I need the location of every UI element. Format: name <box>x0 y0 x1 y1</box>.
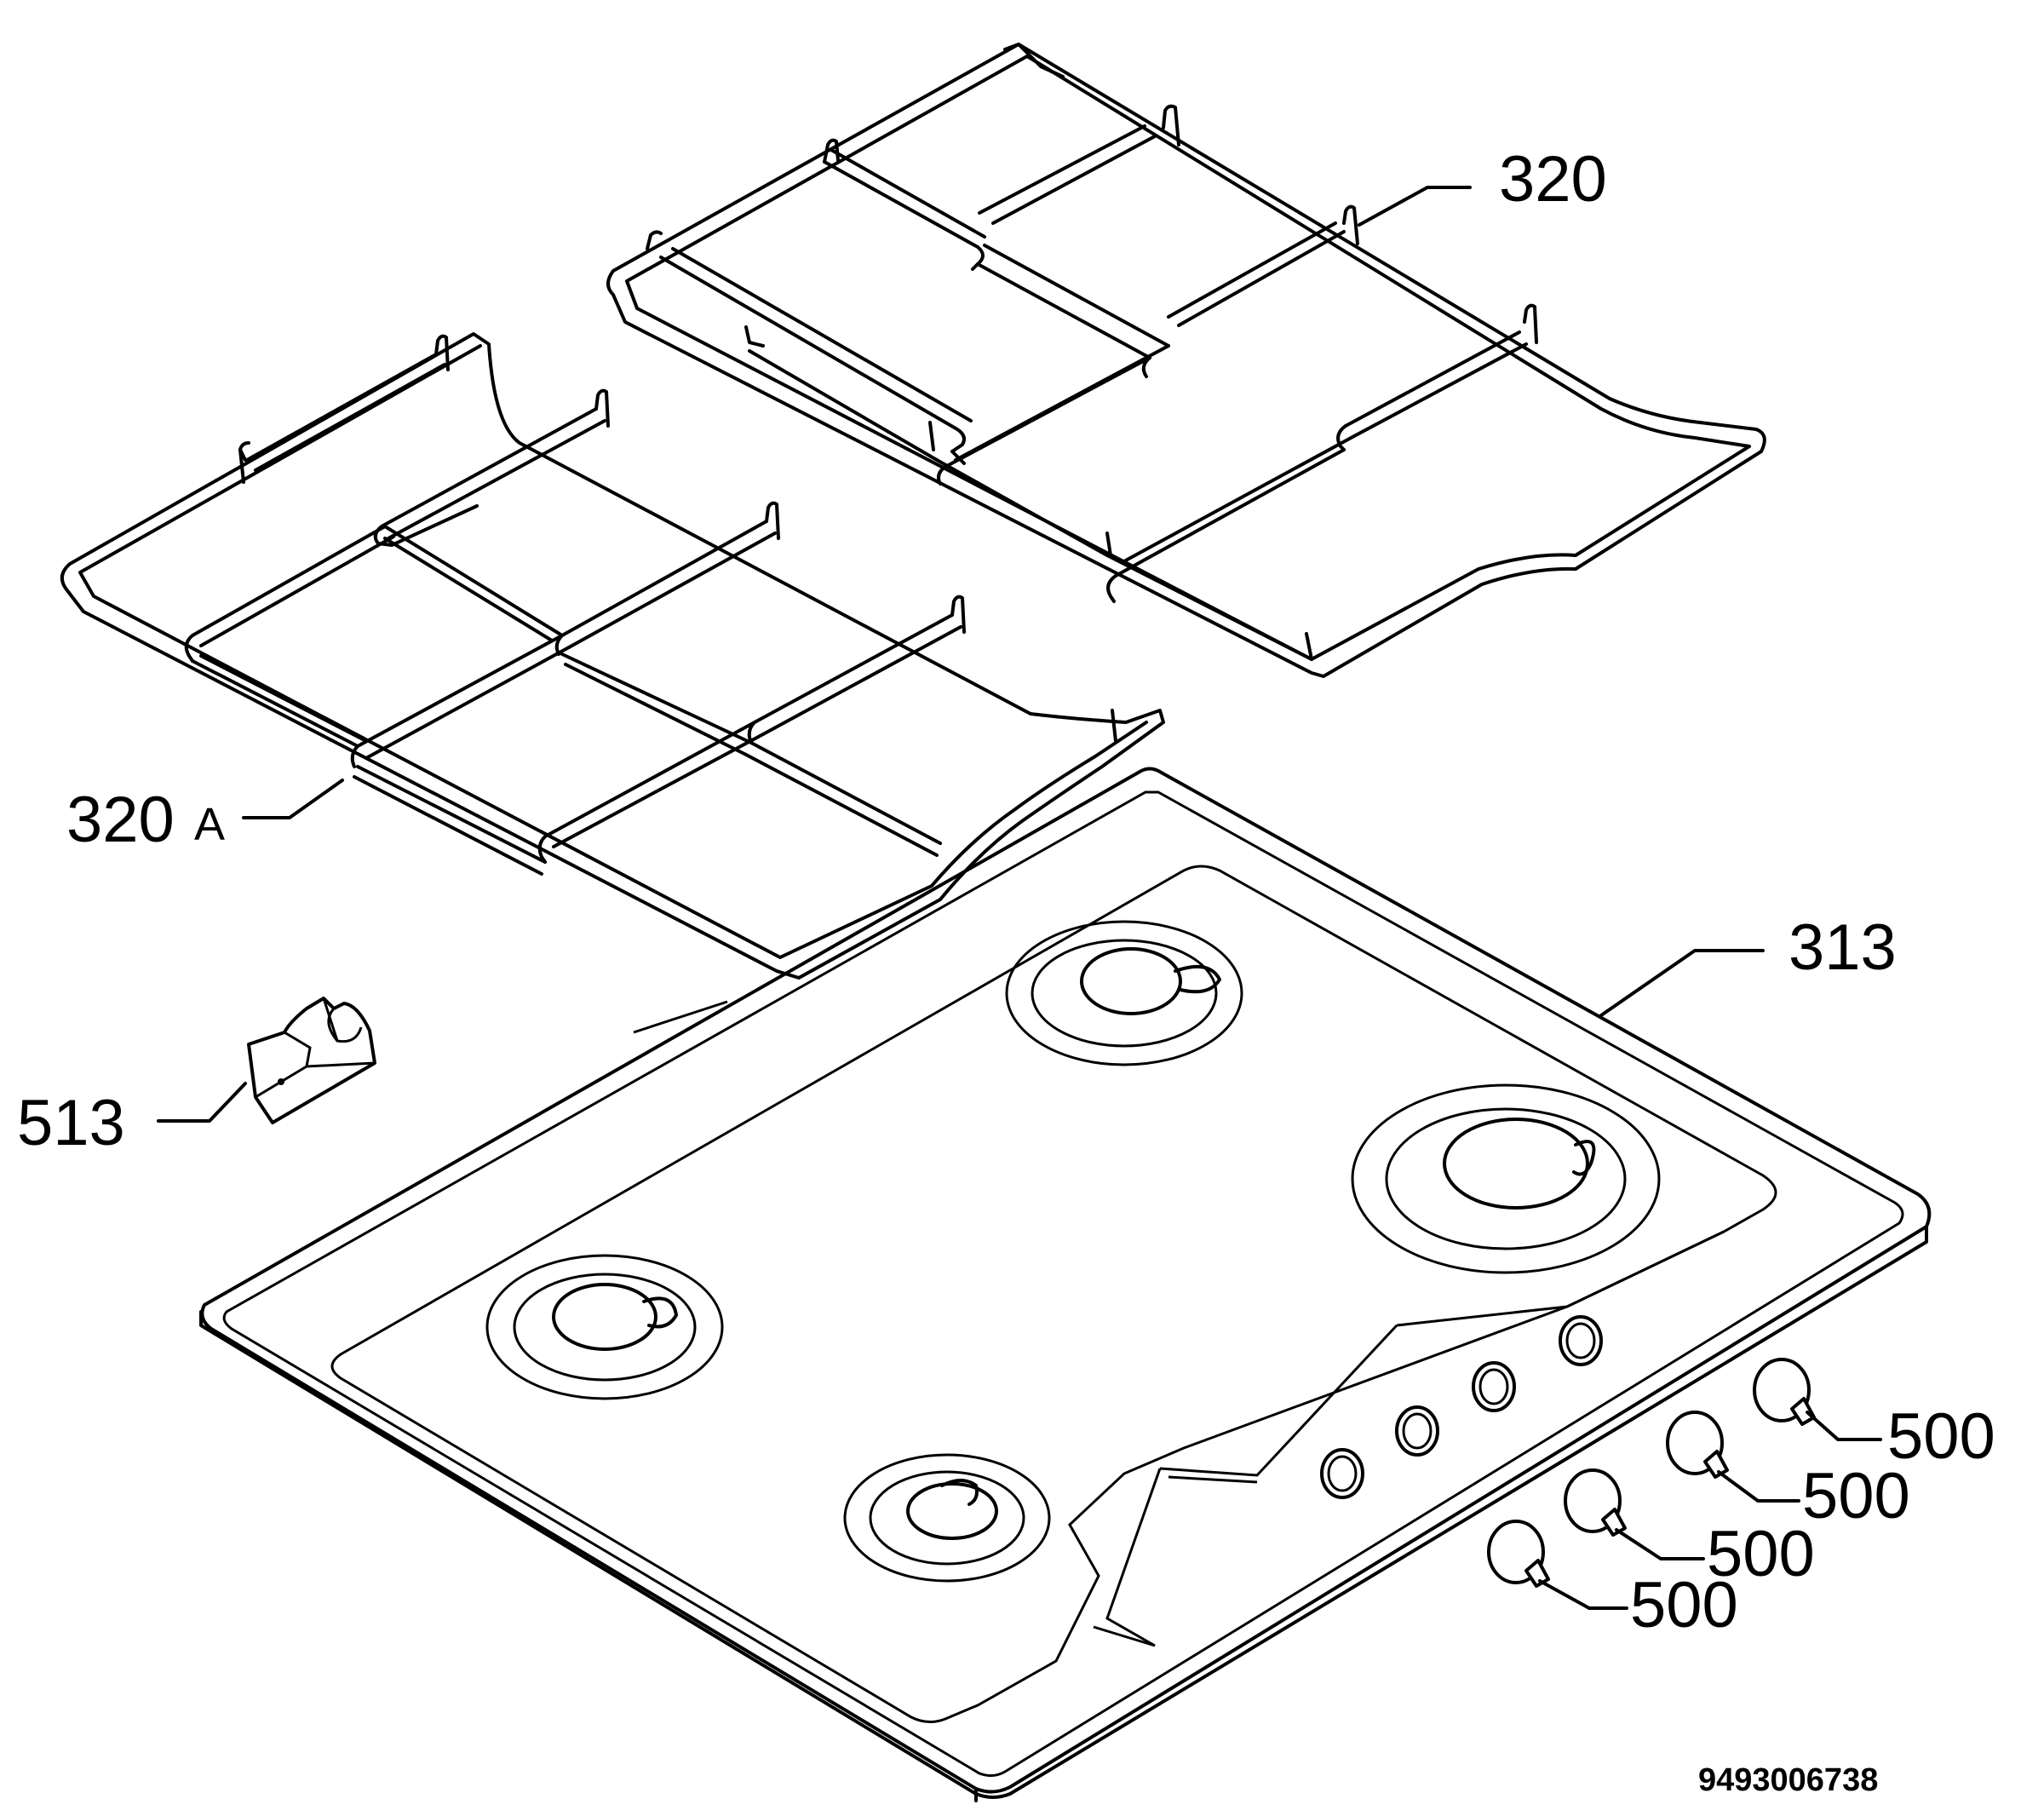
label-grid-left-suffix: A <box>194 799 225 850</box>
burner-front-right <box>843 1453 1051 1583</box>
burner-rear-left <box>1005 920 1243 1066</box>
pan-support-grid-right <box>606 43 1766 678</box>
label-knob-4: 500 <box>1630 1569 1738 1641</box>
control-holes <box>1320 1315 1603 1499</box>
hob-top-plate <box>199 767 1932 1802</box>
label-grid-left: 320 A <box>66 784 225 856</box>
control-knob-2 <box>1666 1411 1729 1479</box>
burner-rear-right <box>1351 1083 1661 1274</box>
label-grid-right: 320 <box>1499 143 1607 216</box>
label-knob-3: 500 <box>1707 1518 1815 1590</box>
control-knob-3 <box>1564 1468 1627 1537</box>
control-knob-1 <box>1753 1358 1816 1426</box>
retaining-clip <box>247 997 376 1124</box>
label-clip: 513 <box>17 1087 125 1159</box>
pan-support-grid-left <box>60 332 1165 980</box>
label-knob-1: 500 <box>1887 1400 1995 1473</box>
drawing-code: 9493006738 <box>1698 1762 1878 1798</box>
burner-front-left <box>485 1254 724 1400</box>
label-hob-top: 313 <box>1788 911 1897 984</box>
leader-lines <box>157 186 1882 1610</box>
control-knob-4 <box>1487 1520 1550 1588</box>
label-grid-left-number: 320 <box>66 784 175 856</box>
label-knob-2: 500 <box>1802 1460 1910 1532</box>
